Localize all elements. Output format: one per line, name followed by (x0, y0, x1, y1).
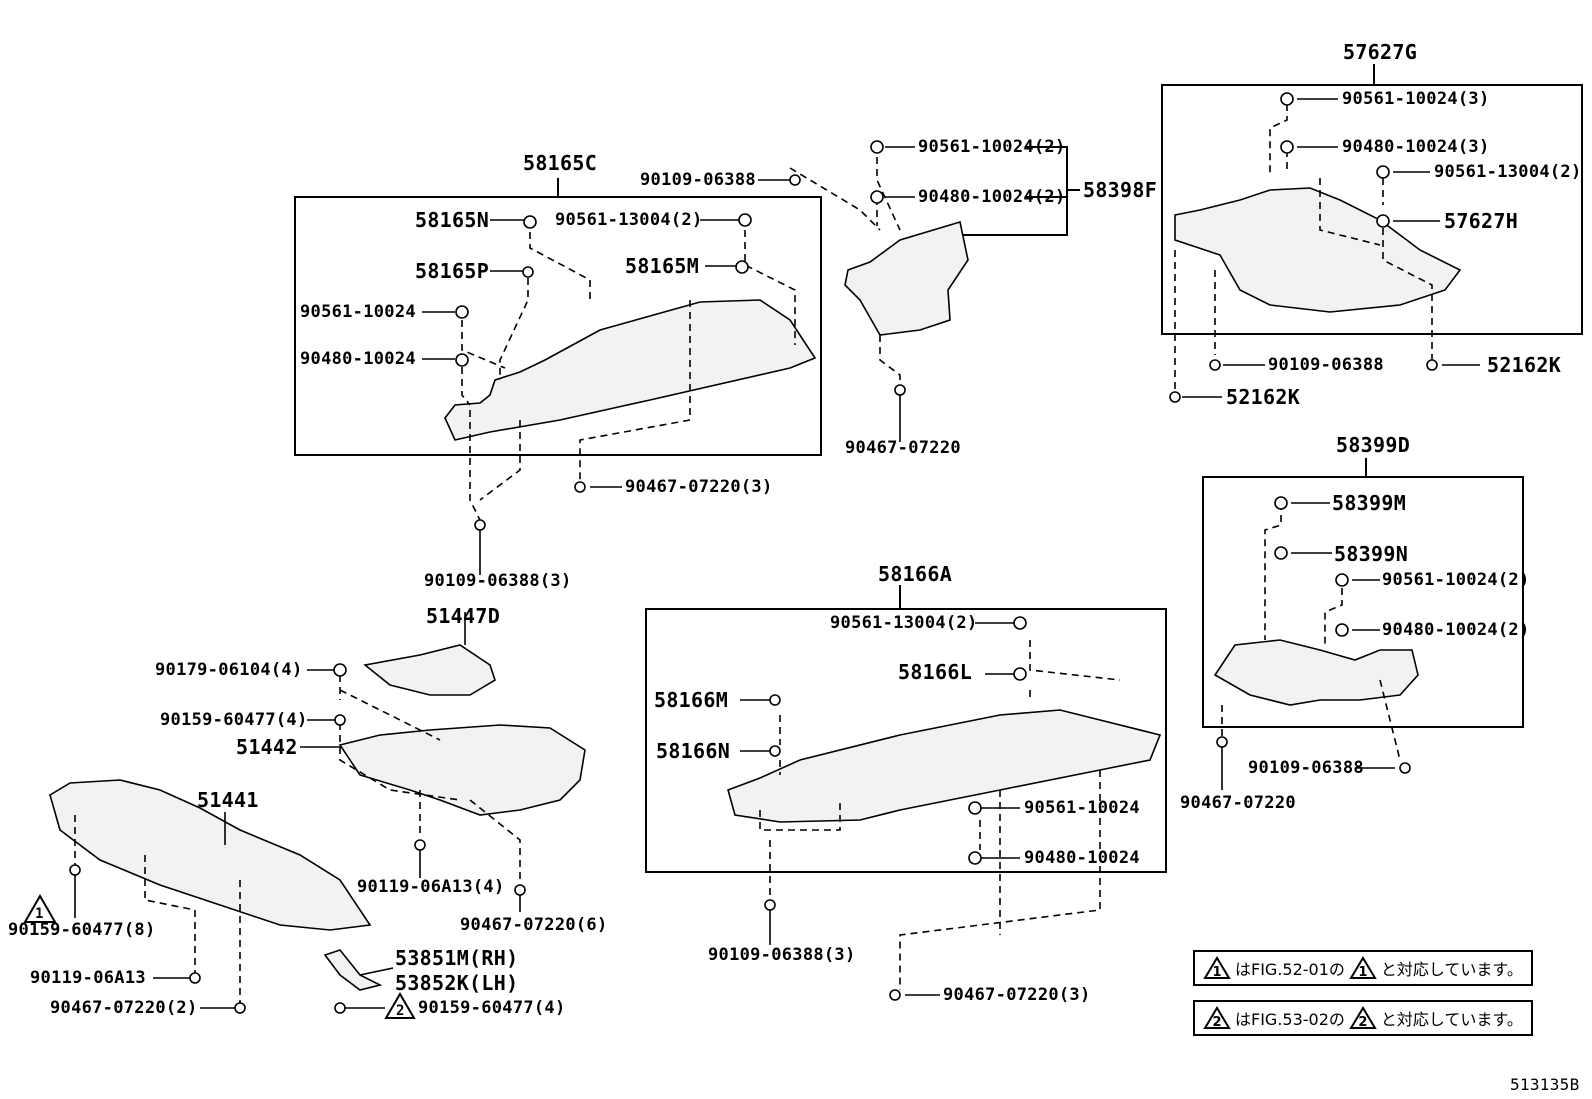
label-90561-10024-3: 90561-10024(3) (1342, 89, 1490, 109)
label-90480-10024-b: 90480-10024 (1024, 848, 1140, 868)
warning-triangle-icon: 2 (1203, 1006, 1231, 1030)
label-90480-10024-2-b: 90480-10024(2) (1382, 620, 1530, 640)
warning-triangle-icon: 1 (1203, 956, 1231, 980)
note-fig52-text-a: はFIG.52-01の (1235, 960, 1345, 979)
label-58166M: 58166M (654, 688, 729, 712)
label-52162K-b: 52162K (1226, 385, 1301, 409)
label-90561-10024-2-b: 90561-10024(2) (1382, 570, 1530, 590)
figure-reference-code: 513135B (1510, 1075, 1580, 1094)
label-58166L: 58166L (898, 660, 973, 684)
label-58399N: 58399N (1334, 542, 1409, 566)
part-51441 (49, 779, 372, 931)
label-58398F: 58398F (1083, 178, 1158, 202)
warning-triangle-icon (384, 992, 416, 1019)
label-58165C: 58165C (523, 151, 598, 175)
part-58399D (1213, 639, 1419, 706)
label-58166A: 58166A (878, 562, 953, 586)
label-58399D: 58399D (1336, 433, 1411, 457)
part-51442 (338, 724, 586, 816)
label-90109-06388-3-a: 90109-06388(3) (424, 571, 572, 591)
part-57627G (1174, 187, 1462, 313)
note-fig52: 1 はFIG.52-01の 1 と対応しています。 (1193, 950, 1533, 986)
label-90179-06104-4: 90179-06104(4) (155, 660, 303, 680)
label-58165P: 58165P (415, 259, 490, 283)
note-fig53-text-b: と対応しています。 (1380, 1010, 1523, 1029)
label-90561-13004-2-b: 90561-13004(2) (830, 613, 978, 633)
label-90561-10024-b: 90561-10024 (1024, 798, 1140, 818)
label-52162K-a: 52162K (1487, 353, 1562, 377)
label-90109-06388-top: 90109-06388 (640, 170, 756, 190)
label-90119-06A13-4: 90119-06A13(4) (357, 877, 505, 897)
label-90480-10024-3: 90480-10024(3) (1342, 137, 1490, 157)
label-90109-06388-right: 90109-06388 (1268, 355, 1384, 375)
warning-triangle-icon: 2 (1349, 1006, 1377, 1030)
label-58165N: 58165N (415, 208, 490, 232)
label-90467-07220-3-a: 90467-07220(3) (625, 477, 773, 497)
label-58166N: 58166N (656, 739, 731, 763)
label-51447D: 51447D (426, 604, 501, 628)
label-90159-60477-4-b: 90159-60477(4) (418, 998, 566, 1018)
part-51447D (363, 644, 496, 696)
label-90159-60477-4-a: 90159-60477(4) (160, 710, 308, 730)
label-51442: 51442 (236, 735, 298, 759)
part-58398F (844, 220, 969, 336)
label-57627G: 57627G (1343, 40, 1418, 64)
note-fig53: 2 はFIG.53-02の 2 と対応しています。 (1193, 1000, 1533, 1036)
label-90159-60477-8: 90159-60477(8) (8, 920, 156, 940)
label-90561-13004-2-mid: 90561-13004(2) (555, 210, 703, 230)
triangle-marker-2: 2 (396, 1003, 405, 1019)
label-90480-10024-2-a: 90480-10024(2) (918, 187, 1066, 207)
group-box-57627G (1161, 84, 1583, 335)
label-53852K: 53852K(LH) (395, 971, 519, 995)
note-fig53-text-a: はFIG.53-02の (1235, 1010, 1345, 1029)
label-90467-07220-6: 90467-07220(6) (460, 915, 608, 935)
part-58166A (727, 709, 1162, 823)
warning-triangle-icon (23, 893, 57, 923)
label-90467-07220-b: 90467-07220 (1180, 793, 1296, 813)
label-90119-06A13: 90119-06A13 (30, 968, 146, 988)
label-90109-06388-b: 90109-06388 (1248, 758, 1364, 778)
label-90561-10024-2-a: 90561-10024(2) (918, 137, 1066, 157)
group-box-58399D (1202, 476, 1524, 728)
label-90480-10024-a: 90480-10024 (300, 349, 416, 369)
label-90467-07220-2: 90467-07220(2) (50, 998, 198, 1018)
label-90561-13004-2-right: 90561-13004(2) (1434, 162, 1582, 182)
warning-triangle-icon: 1 (1349, 956, 1377, 980)
label-53851M: 53851M(RH) (395, 946, 519, 970)
label-58399M: 58399M (1332, 491, 1407, 515)
part-58165C (444, 299, 817, 441)
group-box-58166A (645, 608, 1167, 873)
part-53851M (323, 949, 383, 991)
label-90109-06388-3-b: 90109-06388(3) (708, 945, 856, 965)
label-57627H: 57627H (1444, 209, 1519, 233)
note-fig52-text-b: と対応しています。 (1380, 960, 1523, 979)
label-51441: 51441 (197, 788, 259, 812)
label-90561-10024-a: 90561-10024 (300, 302, 416, 322)
label-90467-07220-3-b: 90467-07220(3) (943, 985, 1091, 1005)
label-58165M: 58165M (625, 254, 700, 278)
triangle-marker-1: 1 (35, 906, 44, 922)
label-90467-07220-a: 90467-07220 (845, 438, 961, 458)
